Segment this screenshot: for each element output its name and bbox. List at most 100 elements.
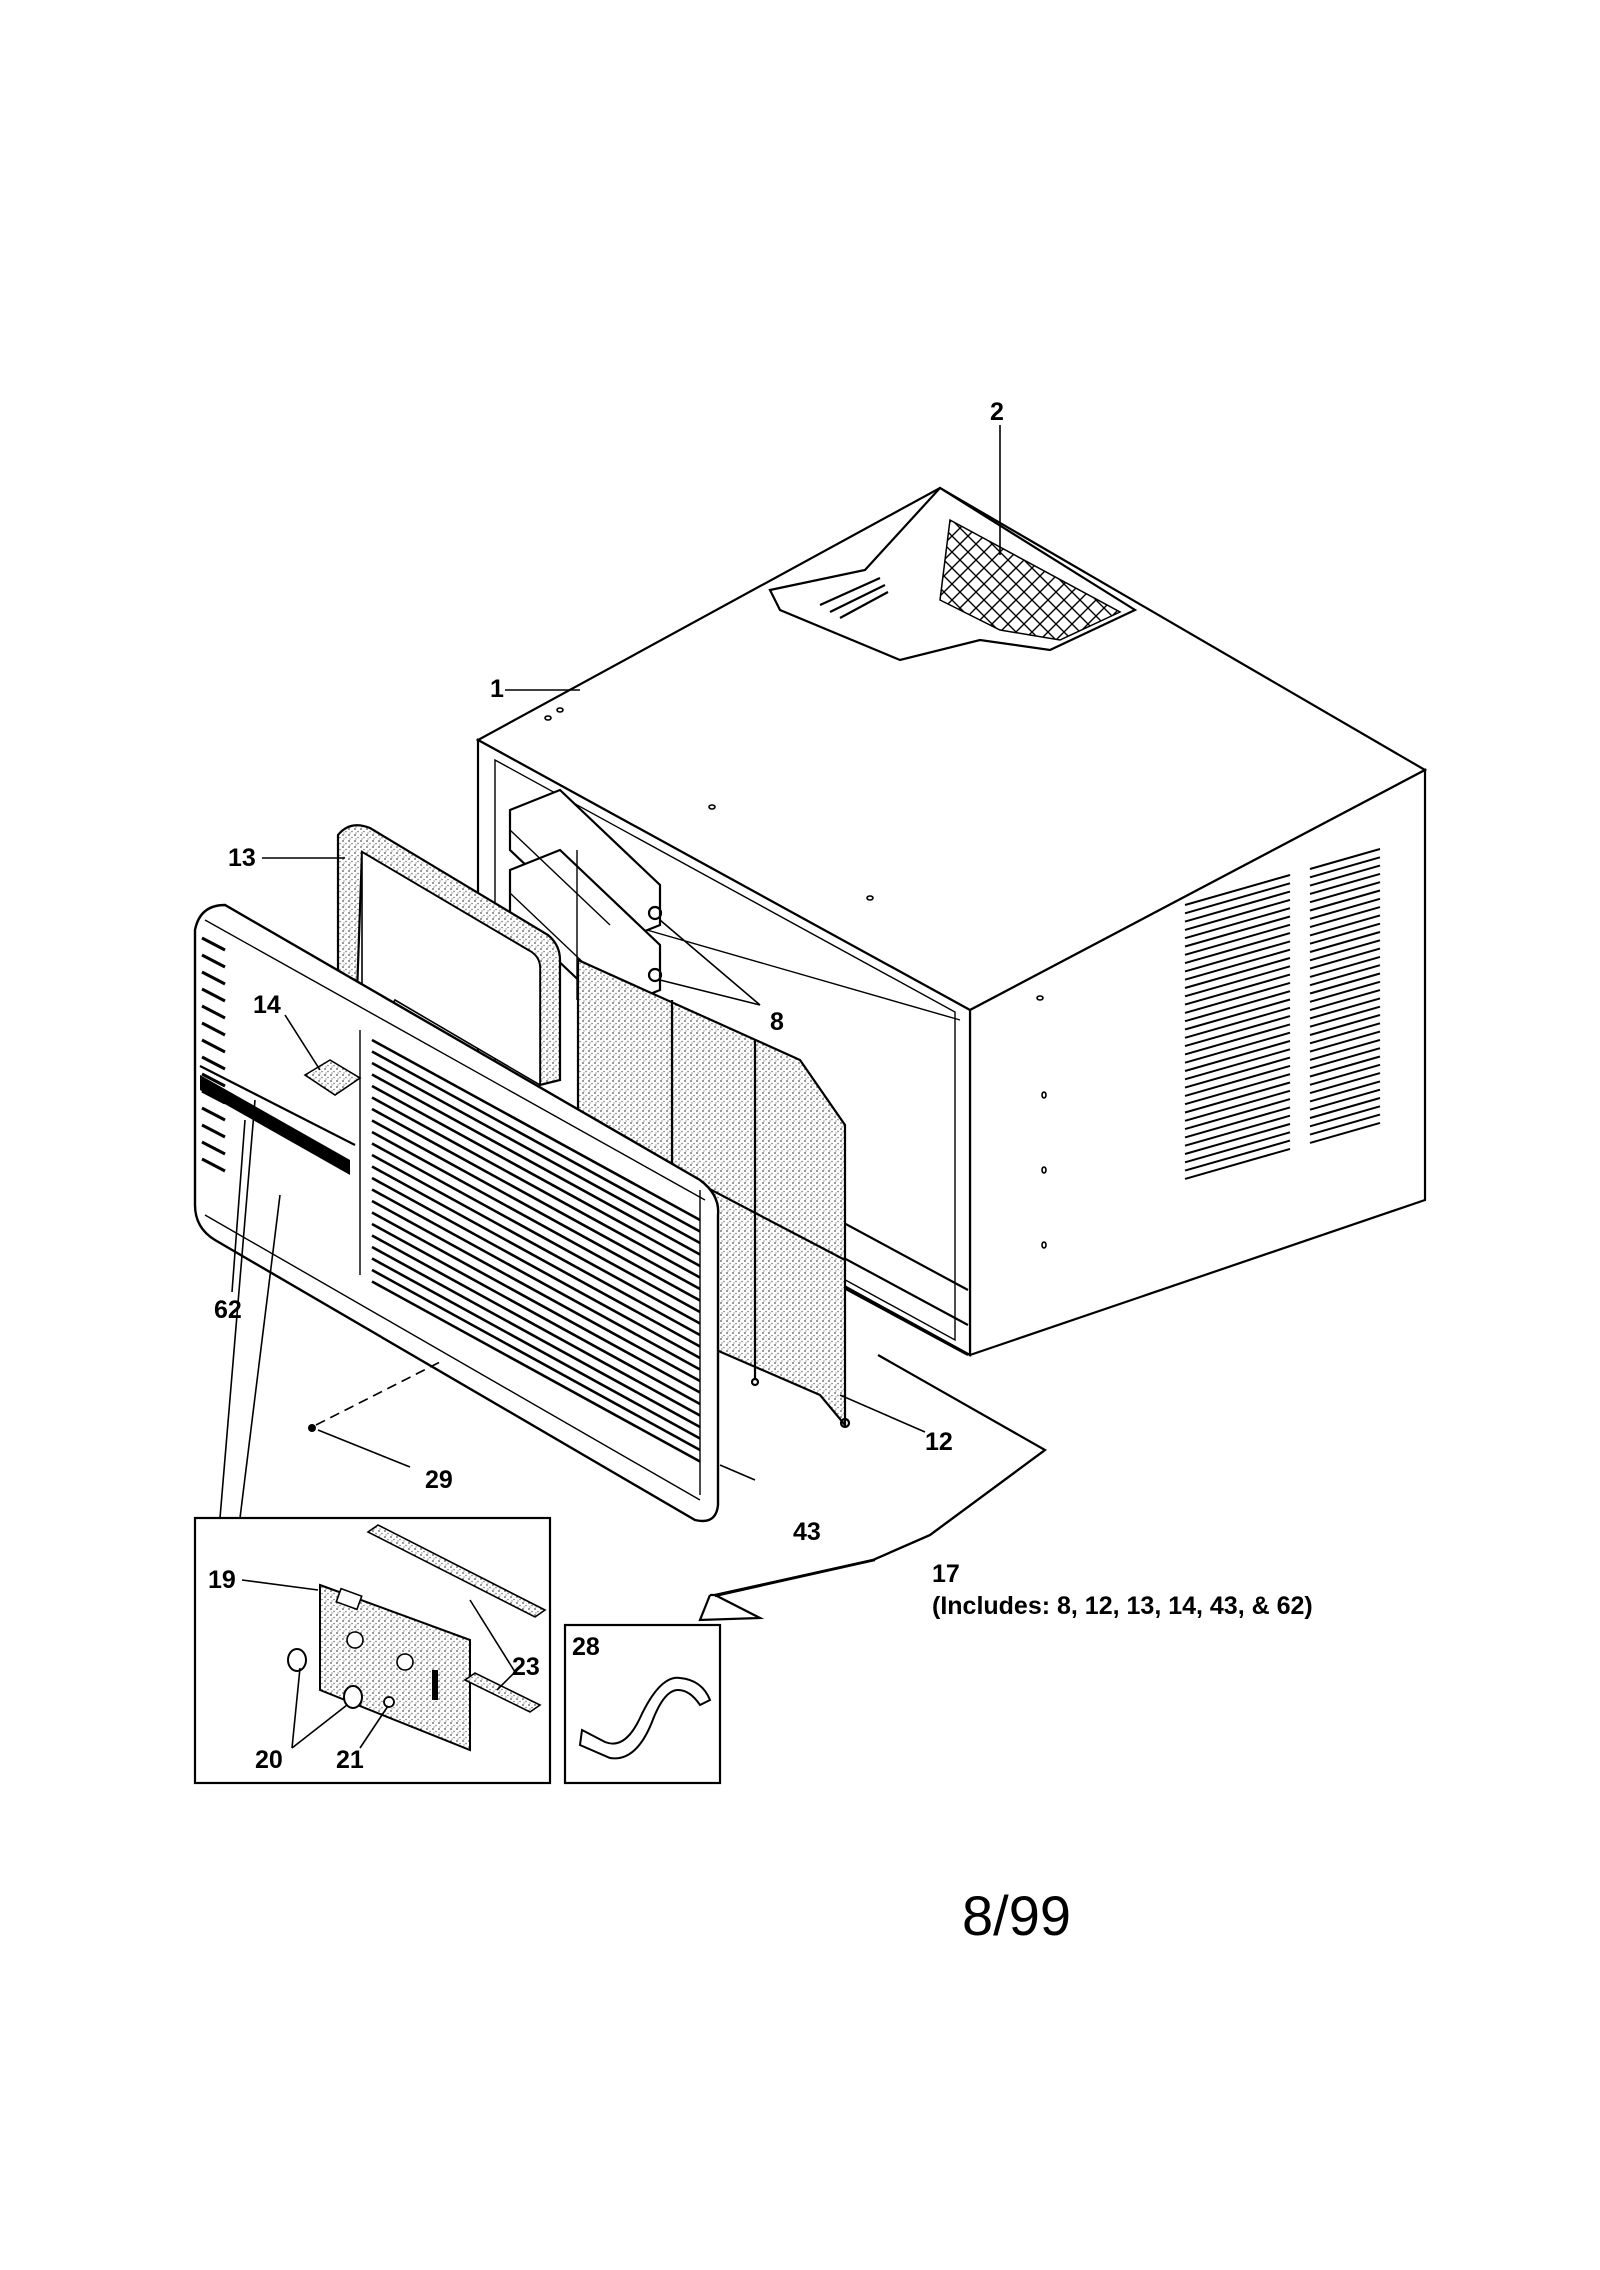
grille-left-slot xyxy=(201,987,226,1003)
callout-23: 23 xyxy=(512,1653,540,1681)
side-louver-slat xyxy=(1184,907,1291,940)
side-louver-slat xyxy=(1184,898,1291,931)
side-louver-slat xyxy=(1184,923,1291,956)
side-louver-slat xyxy=(1184,957,1291,989)
callout-19: 19 xyxy=(208,1566,236,1594)
grille-vane xyxy=(371,1257,701,1440)
side-louver-slat xyxy=(1184,1031,1291,1064)
grille-left-slot xyxy=(201,1072,226,1088)
drain-strap-inset xyxy=(563,1623,722,1785)
grille-left-slot xyxy=(201,1123,226,1139)
grille-vane xyxy=(371,1050,701,1233)
grille-vane xyxy=(371,1084,701,1268)
grille-left-slot xyxy=(201,1021,226,1037)
side-louver-slat xyxy=(1184,1098,1291,1131)
side-louver-slat xyxy=(1309,897,1381,920)
grille-vanes xyxy=(371,1038,701,1463)
side-louver-slat xyxy=(1184,1073,1291,1106)
side-louver-slat xyxy=(1309,1072,1381,1095)
side-louver-slat xyxy=(1184,1064,1291,1097)
kit-bracket-17-detail xyxy=(714,1558,876,1598)
grille-vane xyxy=(371,1038,701,1222)
side-louver-slat xyxy=(1184,1081,1291,1114)
side-louver-slat xyxy=(1184,1139,1291,1172)
side-louver-slat xyxy=(1309,972,1381,995)
side-louver-slat xyxy=(1184,965,1291,998)
side-louver-slat xyxy=(1184,973,1291,1006)
grille-vane xyxy=(371,1119,701,1302)
side-louver-slat xyxy=(1184,1056,1291,1089)
cabinet-top-cutaway xyxy=(768,486,1138,662)
side-louver-slat xyxy=(1309,1005,1381,1028)
side-louver-slat xyxy=(1309,1047,1381,1070)
cabinet-holes xyxy=(544,707,1047,1249)
side-louver-slat xyxy=(1184,1131,1291,1164)
grille-vane xyxy=(371,1073,701,1256)
callout-12: 12 xyxy=(925,1428,953,1456)
side-louvers xyxy=(1184,848,1381,1180)
control-knobs xyxy=(287,1648,363,1709)
side-louver-slat xyxy=(1309,1014,1381,1036)
grille-vane xyxy=(371,1130,701,1314)
side-louver-slat xyxy=(1309,1105,1381,1128)
side-louver-slat xyxy=(1309,1022,1381,1045)
side-louver-slat xyxy=(1184,998,1291,1031)
kit-bracket-17-base xyxy=(710,1449,1046,1597)
grille-left-slots xyxy=(201,936,226,1173)
control-shaft xyxy=(383,1696,395,1708)
grille-vane xyxy=(371,1188,701,1371)
side-louver-slat xyxy=(1184,874,1291,906)
grille-vane xyxy=(371,1268,701,1452)
grille-left-slot xyxy=(201,1055,226,1071)
side-louver-slat xyxy=(1184,1015,1291,1048)
side-louver-slat xyxy=(1184,1048,1291,1081)
side-louver-slat xyxy=(1184,948,1291,981)
side-louver-slat xyxy=(1309,864,1381,887)
grille-left-slot xyxy=(201,1004,226,1020)
side-louver-slat xyxy=(1184,1106,1291,1139)
gasket-frame xyxy=(336,824,562,1087)
grille-left-slot xyxy=(201,1089,226,1105)
control-panel-inset xyxy=(193,1516,552,1785)
side-louver-slat xyxy=(1309,955,1381,978)
side-louver-slat xyxy=(1184,1089,1291,1122)
side-louver-slat xyxy=(1309,856,1381,879)
grille-vane xyxy=(371,1165,701,1348)
callout-43: 43 xyxy=(793,1518,821,1546)
drain-strap xyxy=(578,1676,712,1760)
grille-left-slot xyxy=(201,1106,226,1122)
callout-29: 29 xyxy=(425,1466,453,1494)
grille-vane xyxy=(371,1245,701,1429)
grille-left-slot xyxy=(201,1140,226,1156)
side-louver-slat xyxy=(1184,1040,1291,1072)
grille-vane xyxy=(371,1234,701,1417)
side-louver-slat xyxy=(1309,964,1381,987)
grille-left-slot xyxy=(201,936,226,952)
side-louver-slat xyxy=(1309,997,1381,1020)
grille-vane xyxy=(371,1107,701,1291)
side-louver-slat xyxy=(1184,890,1291,923)
side-louver-slat xyxy=(1309,1030,1381,1053)
side-louver-slat xyxy=(1309,931,1381,953)
side-louver-slat xyxy=(1309,939,1381,962)
grille-vane xyxy=(371,1222,701,1406)
callout-2: 2 xyxy=(990,398,1004,426)
side-louver-slat xyxy=(1309,914,1381,937)
grille-vane xyxy=(371,1211,701,1394)
grille-left-slot xyxy=(201,1038,226,1054)
grille-left-slot xyxy=(201,1157,226,1173)
side-louver-slat xyxy=(1184,1147,1291,1180)
grille-vane xyxy=(371,1199,701,1383)
side-louver-slat xyxy=(1309,980,1381,1003)
side-louver-slat xyxy=(1309,989,1381,1012)
callout-20: 20 xyxy=(255,1746,283,1774)
grille-vane xyxy=(371,1153,701,1337)
side-louver-slat xyxy=(1309,1088,1381,1111)
side-louver-slat xyxy=(1184,940,1291,973)
callout-28: 28 xyxy=(572,1633,600,1661)
side-louver-slat xyxy=(1309,906,1381,929)
callout-14: 14 xyxy=(253,991,281,1019)
side-louver-slat xyxy=(1309,1113,1381,1136)
